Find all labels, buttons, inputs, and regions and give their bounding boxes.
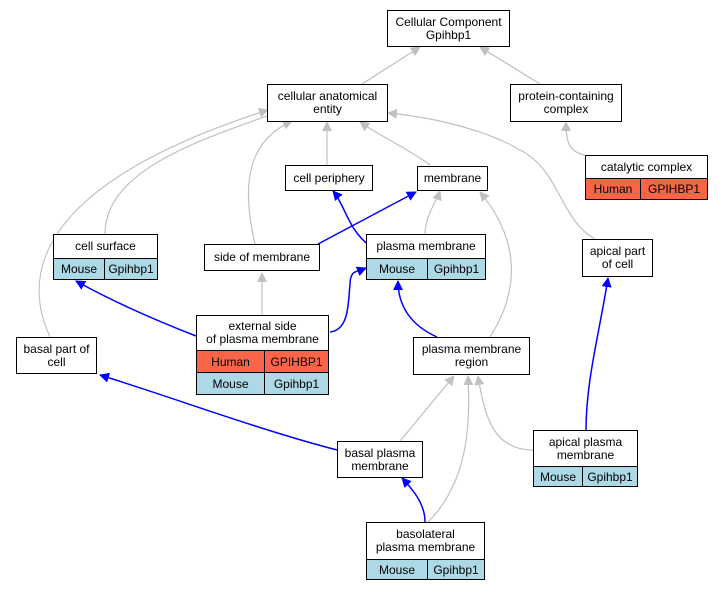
edge-ext-surface — [75, 280, 197, 337]
species-cell: Mouse — [534, 467, 582, 486]
node-title: plasma membrane — [367, 235, 485, 259]
edge-pmr-pm — [393, 280, 438, 338]
gene-cell: GPIHBP1 — [264, 351, 328, 372]
gene-cell: Gpihbp1 — [427, 560, 484, 579]
node-basal-plasma-membrane[interactable]: basal plasma membrane — [337, 441, 423, 478]
node-cell-surface[interactable]: cell surface Mouse Gpihbp1 — [53, 234, 158, 280]
node-title: external side of plasma membrane — [197, 316, 328, 351]
node-external-side-of-plasma-membrane[interactable]: external side of plasma membrane Human G… — [196, 315, 329, 395]
node-basolateral-plasma-membrane[interactable]: basolateral plasma membrane Mouse Gpihbp… — [366, 522, 485, 580]
gene-cell: Gpihbp1 — [427, 259, 485, 279]
node-apical-part-of-cell[interactable]: apical part of cell — [582, 239, 653, 277]
edge-blpm-pmr — [427, 375, 474, 523]
node-title: basolateral plasma membrane — [367, 523, 484, 560]
edge-bpm-basal — [99, 372, 338, 451]
edge-pm-periph — [332, 190, 371, 247]
edge-surface-cae — [104, 110, 279, 235]
edge-cat-pcc — [561, 121, 586, 156]
gene-cell: Gpihbp1 — [582, 467, 637, 486]
node-title: cell surface — [54, 235, 157, 259]
node-plasma-membrane[interactable]: plasma membrane Mouse Gpihbp1 — [366, 234, 486, 280]
gene-cell: Gpihbp1 — [104, 259, 157, 279]
edge-blpm-bpm — [401, 477, 426, 523]
edge-side-cae — [247, 120, 293, 245]
edge-side-membrane — [317, 191, 417, 245]
gene-cell: GPIHBP1 — [640, 179, 707, 199]
node-cellular-anatomical-entity[interactable]: cellular anatomical entity — [267, 84, 388, 122]
edge-pmr-membrane — [479, 191, 512, 338]
edge-pm-membrane — [424, 190, 442, 237]
edge-basal-cae — [38, 107, 269, 338]
species-cell: Mouse — [197, 373, 264, 394]
edge-apical-cae — [387, 108, 596, 240]
edge-ext-pm — [329, 266, 367, 333]
species-cell: Mouse — [367, 259, 427, 279]
node-membrane[interactable]: membrane — [417, 166, 488, 191]
node-plasma-membrane-region[interactable]: plasma membrane region — [413, 337, 530, 375]
edge-bpm-pmr — [399, 375, 455, 442]
species-cell: Mouse — [54, 259, 104, 279]
node-side-of-membrane[interactable]: side of membrane — [204, 244, 320, 271]
node-catalytic-complex[interactable]: catalytic complex Human GPIHBP1 — [585, 155, 708, 200]
node-cell-periphery[interactable]: cell periphery — [285, 165, 373, 191]
edge-cae-root — [361, 46, 421, 85]
node-title: apical plasma membrane — [534, 431, 637, 467]
node-apical-plasma-membrane[interactable]: apical plasma membrane Mouse Gpihbp1 — [533, 430, 638, 487]
edge-apm-apical — [585, 277, 612, 431]
edge-membrane-cae — [359, 121, 431, 166]
gene-cell: Gpihbp1 — [264, 373, 328, 394]
species-cell: Mouse — [367, 560, 427, 579]
node-protein-containing-complex[interactable]: protein-containing complex — [510, 84, 622, 122]
node-cellular-component[interactable]: Cellular Component Gpihbp1 — [387, 10, 510, 47]
node-basal-part-of-cell[interactable]: basal part of cell — [16, 337, 97, 374]
species-cell: Human — [197, 351, 264, 372]
species-cell: Human — [586, 179, 640, 199]
edge-pcc-root — [479, 46, 541, 85]
node-title: catalytic complex — [586, 156, 707, 179]
edge-apm-pmr — [474, 375, 534, 451]
